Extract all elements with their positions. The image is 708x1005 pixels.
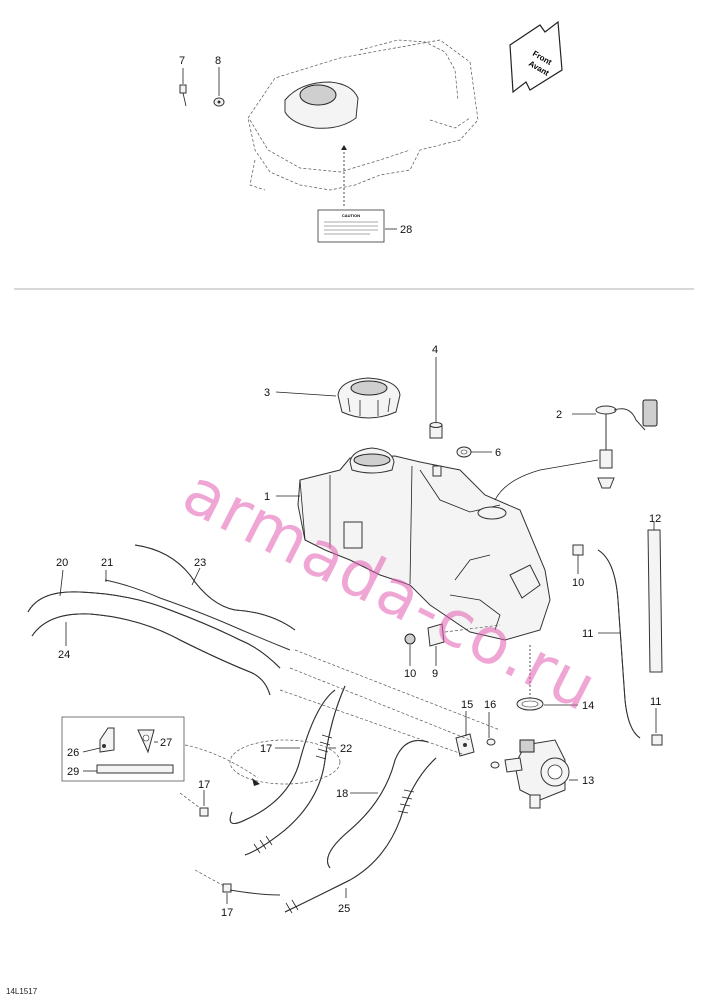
part-13-hose (647, 529, 663, 673)
callout-8: 8 (215, 55, 221, 67)
part-9-bracket (427, 623, 445, 647)
part-6-clamp (456, 446, 472, 458)
callout-25: 25 (338, 903, 350, 915)
part-18-hose (229, 689, 336, 825)
part-11-clamp-lower (651, 734, 663, 746)
callout-21: 21 (101, 557, 113, 569)
callout-20: 20 (56, 557, 68, 569)
figure-code: 14L1517 (6, 987, 38, 996)
callout-24: 24 (58, 649, 70, 661)
part-28-caution-label: CAUTION (317, 145, 385, 243)
callout-22: 22 (340, 743, 352, 755)
caution-label-heading: CAUTION (342, 213, 360, 218)
part-3-fuel-cap (337, 377, 401, 419)
part-7-bolt (179, 84, 187, 107)
callout-7: 7 (179, 55, 185, 67)
part-26-bracket (99, 727, 115, 753)
part-12-fuel-line (597, 549, 641, 739)
callout-27: 27 (160, 737, 172, 749)
callout-17-middle: 17 (198, 779, 210, 791)
callout-19: 18 (336, 788, 348, 800)
part-17-clamp-top (486, 738, 500, 769)
callout-9: 9 (432, 668, 438, 680)
callout-2: 2 (556, 409, 562, 421)
part-4-grommet (429, 422, 443, 439)
part-11-clamp-upper (572, 544, 584, 556)
callout-4: 4 (432, 344, 438, 356)
callout-3: 3 (264, 387, 270, 399)
callout-16: 15 (461, 699, 473, 711)
callout-28: 28 (400, 224, 412, 236)
part-15-ring (516, 697, 544, 711)
part-16-flange (455, 733, 475, 757)
part-29-strap (96, 764, 174, 774)
part-14-fuel-pump (504, 739, 570, 809)
part-8-washer (213, 97, 225, 107)
part-5-vent-fitting (432, 465, 442, 477)
part-17-clamp-middle (199, 807, 209, 817)
callout-29: 29 (67, 766, 79, 778)
parts-box (61, 716, 185, 782)
callout-11-upper: 10 (572, 577, 584, 589)
callout-17-top: 16 (484, 699, 496, 711)
front-arrow-icon: Front Avant (509, 20, 563, 94)
callout-15: 14 (582, 700, 594, 712)
hose-set-upper-left (27, 544, 296, 696)
callout-6: 6 (495, 447, 501, 459)
callout-14: 13 (582, 775, 594, 787)
part-10-screw (404, 633, 416, 645)
vehicle-body-outline (247, 39, 479, 191)
part-25-hose (229, 757, 437, 914)
part-1-fuel-tank (297, 447, 551, 641)
part-2-fuel-sensor (595, 399, 658, 489)
callout-18: 17 (260, 743, 272, 755)
callout-17-bottom: 17 (221, 907, 233, 919)
callout-12: 11 (582, 628, 593, 640)
callout-23: 23 (194, 557, 206, 569)
part-27-clip (137, 729, 155, 754)
callout-11-lower: 11 (650, 696, 661, 708)
part-17-clamp-bottom (222, 883, 232, 893)
callout-10: 10 (404, 668, 416, 680)
callout-26: 26 (67, 747, 79, 759)
part-22-hose (244, 685, 346, 856)
part-19-hose (327, 740, 429, 869)
callout-1: 1 (264, 491, 270, 503)
callout-13: 12 (649, 513, 661, 525)
